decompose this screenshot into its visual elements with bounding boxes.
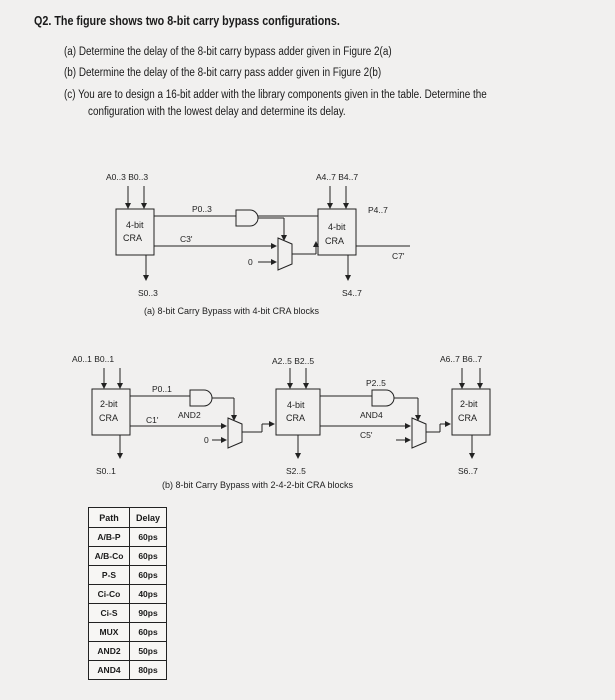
label-b-block-2-1: 4-bit <box>287 400 305 410</box>
delay-cell: 60ps <box>129 527 167 547</box>
label-b-out-3: S6..7 <box>458 466 478 476</box>
label-b-block-1-1: 2-bit <box>100 399 118 409</box>
question-title: Q2. The figure shows two 8-bit carry byp… <box>34 14 340 28</box>
label-b-in-3: A6..7 B6..7 <box>440 354 482 364</box>
label-a-zero: 0 <box>248 257 253 267</box>
label-b-gate-2: AND4 <box>360 410 383 420</box>
label-b-block-3-1: 2-bit <box>460 399 478 409</box>
label-b-block-3-2: CRA <box>458 413 477 423</box>
label-a-out-left: S0..3 <box>138 288 158 298</box>
cra-block-b-3 <box>451 388 491 436</box>
cra-block-a-left <box>115 208 155 256</box>
path-cell: A/B-P <box>88 527 130 547</box>
path-cell: P-S <box>88 565 130 585</box>
label-b-carry-1: C1' <box>146 415 159 425</box>
label-b-out-2: S2..5 <box>286 466 306 476</box>
path-cell: AND4 <box>88 660 130 680</box>
path-cell: Ci-S <box>88 603 130 623</box>
part-c-text-cont: configuration with the lowest delay and … <box>88 106 346 118</box>
label-a-block-right-2: CRA <box>325 236 344 246</box>
table-header-row: Path Delay <box>88 507 167 528</box>
label-b-in-2: A2..5 B2..5 <box>272 356 314 366</box>
label-a-p-left: P0..3 <box>192 204 212 214</box>
figure-a-circuit <box>115 186 410 281</box>
figure-b-circuit <box>91 368 491 459</box>
label-b-zero: 0 <box>204 435 209 445</box>
label-a-block-left-2: CRA <box>123 233 142 243</box>
caption-figure-b: (b) 8-bit Carry Bypass with 2-4-2-bit CR… <box>162 480 354 490</box>
label-a-p-right: P4..7 <box>368 205 388 215</box>
path-cell: AND2 <box>88 641 130 661</box>
label-b-gate-1: AND2 <box>178 410 201 420</box>
path-cell: Ci-Co <box>88 584 130 604</box>
and-gate-a <box>235 209 259 227</box>
label-b-in-1: A0..1 B0..1 <box>72 354 114 364</box>
label-a-carry-mid: C3' <box>180 234 193 244</box>
label-a-in-right: A4..7 B4..7 <box>316 172 358 182</box>
label-b-p-1: P0..1 <box>152 384 172 394</box>
delay-cell: 90ps <box>129 603 167 623</box>
header-path: Path <box>88 507 130 528</box>
delay-cell: 80ps <box>129 660 167 680</box>
cra-block-b-2 <box>275 388 321 436</box>
label-a-out-right: S4..7 <box>342 288 362 298</box>
delay-cell: 60ps <box>129 622 167 642</box>
delay-cell: 50ps <box>129 641 167 661</box>
label-a-block-right-1: 4-bit <box>328 222 346 232</box>
label-b-carry-2: C5' <box>360 430 373 440</box>
delay-cell: 60ps <box>129 546 167 566</box>
label-a-in-left: A0..3 B0..3 <box>106 172 148 182</box>
mux-a <box>277 237 293 271</box>
label-a-carry-out: C7' <box>392 251 405 261</box>
label-b-p-2: P2..5 <box>366 378 386 388</box>
delay-cell: 60ps <box>129 565 167 585</box>
cra-block-b-1 <box>91 388 131 436</box>
part-b-text: (b) Determine the delay of the 8-bit car… <box>64 67 382 79</box>
delay-cell: 40ps <box>129 584 167 604</box>
path-cell: A/B-Co <box>88 546 130 566</box>
label-a-block-left-1: 4-bit <box>126 220 144 230</box>
caption-figure-a: (a) 8-bit Carry Bypass with 4-bit CRA bl… <box>144 306 320 316</box>
label-b-out-1: S0..1 <box>96 466 116 476</box>
label-b-block-1-2: CRA <box>99 413 118 423</box>
label-b-block-2-2: CRA <box>286 413 305 423</box>
mux-b-2 <box>411 417 427 449</box>
cra-block-a-right <box>317 208 357 256</box>
part-a-text: (a) Determine the delay of the 8-bit car… <box>64 46 392 58</box>
path-cell: MUX <box>88 622 130 642</box>
and4-gate <box>371 389 395 407</box>
part-c-text: (c) You are to design a 16-bit adder wit… <box>64 89 487 101</box>
header-delay: Delay <box>129 507 167 528</box>
and2-gate <box>189 389 213 407</box>
mux-b-1 <box>227 417 243 449</box>
